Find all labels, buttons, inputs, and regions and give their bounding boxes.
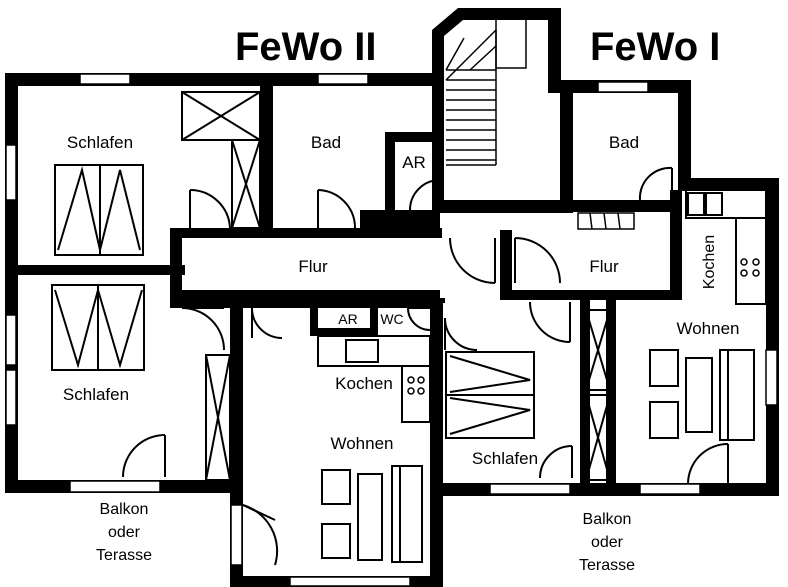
closets [181, 91, 611, 481]
label-balkon-right-1: Balkon [583, 511, 632, 528]
label-schlafen-center: Schlafen [472, 449, 538, 468]
label-schlafen-top-left: Schlafen [67, 133, 133, 152]
label-bad-right: Bad [609, 133, 639, 152]
label-wc: WC [380, 311, 403, 327]
label-balkon-right-2: oder [591, 534, 624, 551]
title-fewo-i: FeWo I [590, 25, 720, 69]
label-kochen-right: Kochen [701, 235, 718, 289]
windows [5, 73, 778, 587]
label-kochen-mid: Kochen [335, 374, 393, 393]
title-fewo-ii: FeWo II [235, 25, 376, 69]
label-flur-left: Flur [298, 257, 328, 276]
doors [122, 166, 729, 566]
railings [364, 212, 635, 230]
label-schlafen-mid-left: Schlafen [63, 385, 129, 404]
label-bad-left: Bad [311, 133, 341, 152]
living-furniture [321, 349, 755, 563]
label-wohnen-right: Wohnen [676, 319, 739, 338]
beds [51, 164, 535, 439]
stair-steps [445, 29, 497, 166]
label-flur-right: Flur [589, 257, 619, 276]
label-ar-small: AR [338, 311, 357, 327]
label-wohnen-mid: Wohnen [330, 434, 393, 453]
kitchens [317, 189, 767, 423]
label-balkon-left-2: oder [108, 524, 141, 541]
label-balkon-right-3: Terasse [579, 557, 635, 574]
label-balkon-left-3: Terasse [96, 547, 152, 564]
stair-tower [432, 8, 573, 213]
label-ar-stair: AR [402, 153, 426, 172]
room-labels: Schlafen Bad AR Bad Flur Flur Kochen Woh… [63, 133, 740, 574]
label-balkon-left-1: Balkon [100, 501, 149, 518]
